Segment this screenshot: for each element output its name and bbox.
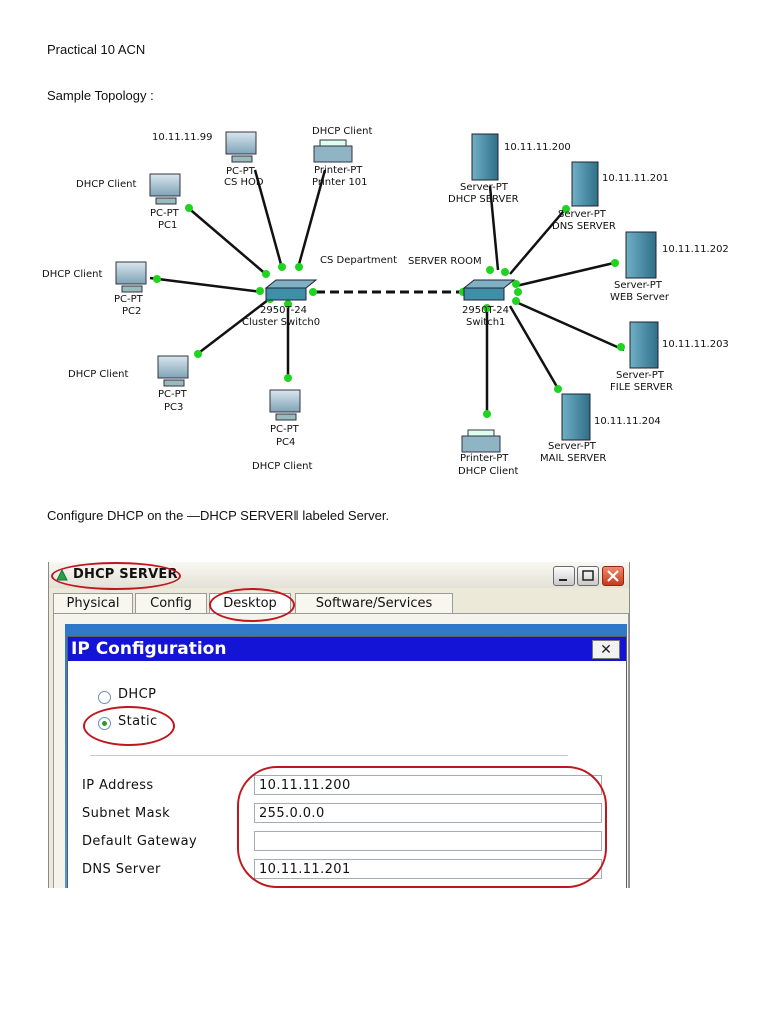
label-file-server-name: FILE SERVER: [610, 382, 673, 393]
ip-address-field[interactable]: 10.11.11.200: [254, 775, 602, 795]
label-printer2-role: DHCP Client: [458, 466, 518, 477]
tab-desktop[interactable]: Desktop: [209, 593, 291, 614]
label-web-server-type: Server-PT: [614, 280, 663, 291]
ip-configuration-title-bar: IP Configuration ✕: [68, 637, 626, 661]
label-dhcp-server-name: DHCP SERVER: [448, 194, 519, 205]
ip-configuration-dialog: IP Configuration ✕ DHCP Static IP Addres…: [67, 636, 627, 888]
window-title: DHCP SERVER: [73, 567, 178, 582]
label-cs-hod-name: CS HOD: [224, 177, 264, 188]
pc-icon-pc4: [269, 389, 301, 421]
static-radio-label: Static: [118, 714, 158, 729]
dhcp-server-window: DHCP SERVER Physical Config Desktop Soft…: [48, 562, 630, 888]
dns-server-field[interactable]: 10.11.11.201: [254, 859, 602, 879]
label-switch0-name: Cluster Switch0: [242, 317, 320, 328]
label-cs-hod-ip: 10.11.11.99: [152, 132, 212, 143]
document-heading: Practical 10 ACN: [47, 42, 146, 57]
app-icon: [56, 568, 68, 581]
label-mail-server-type: Server-PT: [548, 441, 597, 452]
server-icon-dns: [571, 161, 599, 207]
server-icon-web: [625, 231, 657, 279]
label-mail-server-ip: 10.11.11.204: [594, 416, 661, 427]
instruction-text: Configure DHCP on the —DHCP SERVER‖ labe…: [47, 508, 390, 523]
label-pc1-role: DHCP Client: [76, 179, 136, 190]
ip-configuration-title: IP Configuration: [71, 639, 227, 659]
label-pc3-type: PC-PT: [158, 389, 188, 400]
label-switch1-name: Switch1: [466, 317, 505, 328]
label-pc1-type: PC-PT: [150, 208, 180, 219]
label-switch1-model: 2950T-24: [462, 305, 509, 316]
server-icon-file: [629, 321, 659, 369]
ip-address-label: IP Address: [82, 778, 154, 793]
topology-caption: Sample Topology :: [47, 88, 154, 103]
label-printer101-role: DHCP Client: [312, 126, 372, 137]
label-dns-server-name: DNS SERVER: [552, 221, 616, 232]
printer-icon-dhcp-client: [461, 429, 501, 453]
label-switch0-model: 2950T-24: [260, 305, 307, 316]
pc-icon-pc1: [149, 173, 181, 205]
tab-software-services[interactable]: Software/Services: [295, 593, 453, 614]
label-pc2-type: PC-PT: [114, 294, 144, 305]
label-pc4-name: PC4: [276, 437, 295, 448]
subnet-mask-label: Subnet Mask: [82, 806, 171, 821]
label-pc3-name: PC3: [164, 402, 183, 413]
network-links: [149, 169, 625, 416]
label-pc1-name: PC1: [158, 220, 177, 231]
minimize-button[interactable]: [553, 566, 575, 586]
label-file-server-type: Server-PT: [616, 370, 665, 381]
label-dhcp-server-ip: 10.11.11.200: [504, 142, 571, 153]
maximize-icon: [582, 570, 594, 581]
label-cs-department: CS Department: [320, 255, 397, 266]
default-gateway-label: Default Gateway: [82, 834, 198, 849]
label-dhcp-server-type: Server-PT: [460, 182, 509, 193]
label-pc4-role: DHCP Client: [252, 461, 312, 472]
label-pc3-role: DHCP Client: [68, 369, 128, 380]
label-pc2-role: DHCP Client: [42, 269, 102, 280]
label-web-server-name: WEB Server: [610, 292, 670, 303]
link-status-dots: [153, 204, 625, 418]
tab-physical[interactable]: Physical: [53, 593, 133, 614]
label-file-server-ip: 10.11.11.203: [662, 339, 729, 350]
window-title-bar[interactable]: DHCP SERVER: [49, 562, 629, 588]
minimize-icon: [559, 579, 567, 581]
dhcp-radio-label: DHCP: [118, 687, 157, 702]
printer-icon-101: [313, 139, 353, 163]
default-gateway-field[interactable]: [254, 831, 602, 851]
switch-icon-cluster-switch0: [264, 279, 318, 301]
label-printer101-type: Printer-PT: [314, 165, 363, 176]
tab-config[interactable]: Config: [135, 593, 207, 614]
label-dns-server-type: Server-PT: [558, 209, 607, 220]
pc-icon-pc2: [115, 261, 147, 293]
pc-icon-pc3: [157, 355, 189, 387]
dns-server-label: DNS Server: [82, 862, 161, 877]
label-pc4-type: PC-PT: [270, 424, 300, 435]
label-server-room: SERVER ROOM: [408, 256, 482, 267]
label-cs-hod-type: PC-PT: [226, 166, 256, 177]
label-printer2-type: Printer-PT: [460, 453, 509, 464]
dhcp-radio[interactable]: [98, 691, 111, 704]
label-dns-server-ip: 10.11.11.201: [602, 173, 669, 184]
label-pc2-name: PC2: [122, 306, 141, 317]
pc-icon-cs-hod: [225, 131, 257, 163]
server-icon-dhcp: [471, 133, 499, 181]
static-radio[interactable]: [98, 717, 111, 730]
label-mail-server-name: MAIL SERVER: [540, 453, 606, 464]
ip-configuration-close-button[interactable]: ✕: [592, 640, 620, 659]
subnet-mask-field[interactable]: 255.0.0.0: [254, 803, 602, 823]
section-divider: [90, 755, 568, 756]
close-icon: [607, 570, 619, 582]
close-button[interactable]: [602, 566, 624, 586]
maximize-button[interactable]: [577, 566, 599, 586]
label-web-server-ip: 10.11.11.202: [662, 244, 729, 255]
server-icon-mail: [561, 393, 591, 441]
label-printer101-name: Printer 101: [312, 177, 368, 188]
close-icon: ✕: [600, 641, 612, 657]
network-topology-diagram: 10.11.11.99 PC-PT CS HOD DHCP Client Pri…: [42, 126, 729, 477]
switch-icon-switch1: [462, 279, 516, 301]
